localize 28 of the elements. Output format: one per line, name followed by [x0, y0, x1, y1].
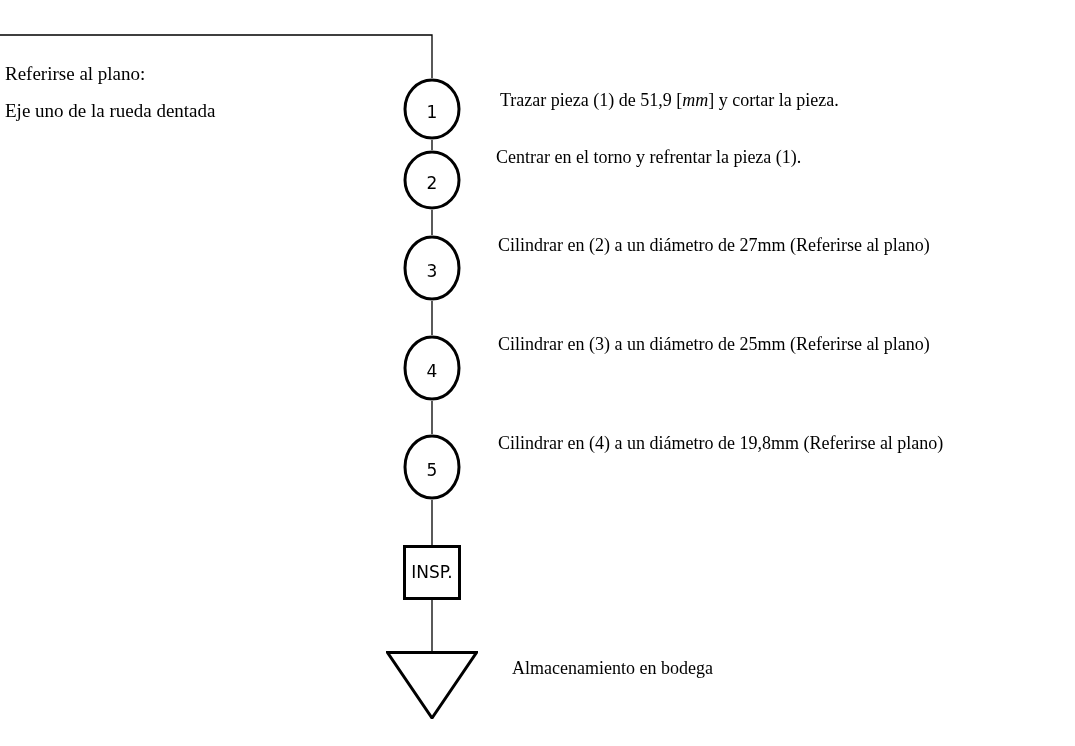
step-number: 3	[425, 261, 439, 281]
connector-line	[431, 139, 433, 151]
storage-triangle	[386, 651, 478, 719]
inspection-box	[403, 545, 461, 600]
reference-note: Referirse al plano:	[5, 63, 146, 85]
step-description: Almacenamiento en bodega	[512, 657, 714, 680]
step-description: Centrar en el torno y refrentar la pieza (1).	[496, 146, 803, 169]
operation-circle	[403, 235, 461, 301]
step-number: 4	[425, 361, 439, 381]
step-number: 5	[425, 460, 439, 480]
step-description: Trazar pieza (1) de 51,9 [mm] y cortar la pieza.	[500, 89, 840, 112]
connector-line	[431, 499, 433, 546]
operation-circle	[403, 335, 461, 401]
step-description: Cilindrar en (4) a un diámetro de 19,8mm (Referirse al plano)	[498, 432, 945, 455]
operation-circle	[403, 434, 461, 500]
step-number: 1	[425, 102, 439, 122]
connector-line	[431, 599, 433, 652]
part-name: Eje uno de la rueda dentada	[5, 100, 216, 122]
operation-circle	[403, 78, 461, 140]
step-description: Cilindrar en (3) a un diámetro de 25mm (Referirse al plano)	[498, 333, 931, 356]
connector-line	[0, 34, 433, 79]
connector-line	[431, 209, 433, 236]
connector-line	[431, 300, 433, 336]
step-description: Cilindrar en (2) a un diámetro de 27mm (Referirse al plano)	[498, 234, 931, 257]
step-number: 2	[425, 173, 439, 193]
inspection-label: INSP.	[410, 561, 454, 582]
operation-circle	[403, 150, 461, 210]
connector-line	[431, 400, 433, 435]
